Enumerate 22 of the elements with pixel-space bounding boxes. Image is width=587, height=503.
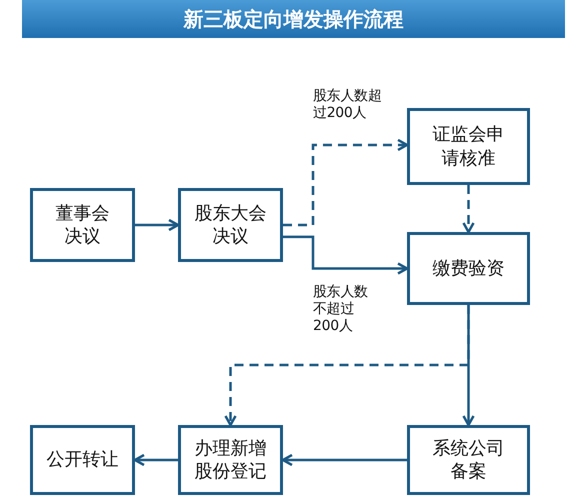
box-text: 董事会决议 [56,202,110,248]
process-box [30,425,135,495]
box-text: 股东大会决议 [194,202,266,248]
box-text: 系统公司备案 [432,436,504,484]
process-box [407,425,530,495]
box-text: 缴费验资 [432,256,504,280]
process-box [178,425,283,495]
process-box [407,108,530,185]
process-box [407,232,530,305]
arrow [283,236,408,275]
title-banner: 新三板定向增发操作流程 [22,0,565,38]
arrow [282,454,407,466]
arrow [224,305,470,426]
process-box [30,188,135,262]
arrow [462,185,475,234]
process-box [178,188,283,262]
box-text: 公开转让 [46,448,118,472]
box-text: 证监会申请核准 [432,123,504,170]
arrow [134,454,178,466]
arrow [135,218,180,232]
arrow [283,138,408,226]
box-text: 办理新增股份登记 [194,436,266,484]
